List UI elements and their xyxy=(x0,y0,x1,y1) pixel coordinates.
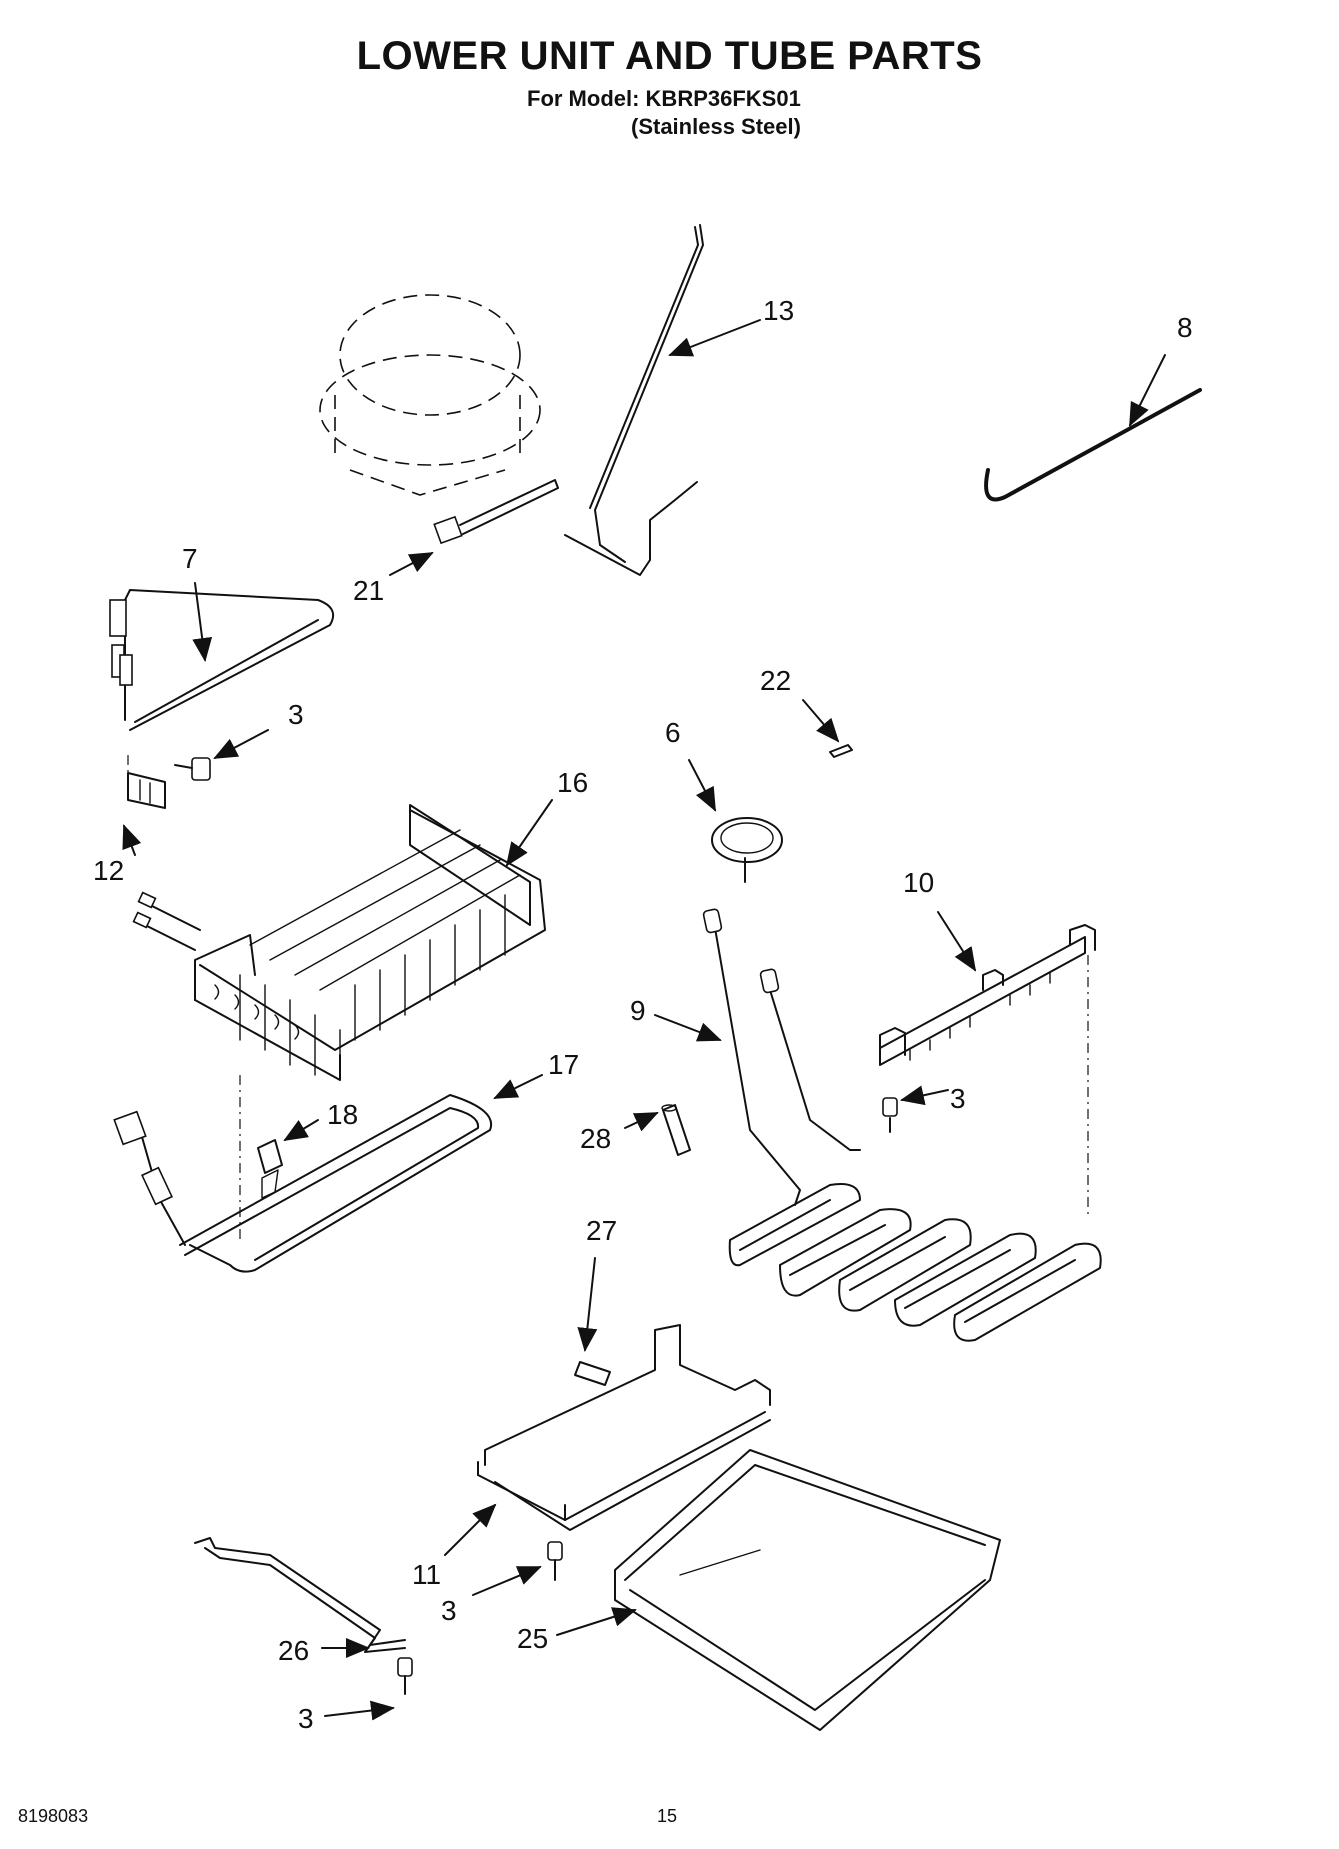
part-28-sleeve xyxy=(661,1104,691,1156)
page-number: 15 xyxy=(657,1806,678,1826)
callout-21: 21 xyxy=(353,575,384,606)
callout-22: 22 xyxy=(760,665,791,696)
callout-labels: 13 8 7 21 3 12 16 22 6 10 9 3 17 18 28 2… xyxy=(93,295,1193,1734)
part-3-screw-bracket xyxy=(882,1097,898,1133)
model-line: For Model: KBRP36FKS01 xyxy=(527,86,801,111)
part-21-cable-tie xyxy=(433,479,559,545)
part-3-screw-upper xyxy=(174,757,211,781)
part-16-evaporator xyxy=(132,804,546,1240)
part-3-screw-lower xyxy=(397,1657,413,1695)
callout-13: 13 xyxy=(763,295,794,326)
finish-line: (Stainless Steel) xyxy=(631,114,801,139)
part-17-heater xyxy=(113,1094,493,1273)
compressor-phantom xyxy=(319,294,541,496)
part-25-drain-pan xyxy=(614,1449,1001,1731)
callout-7: 7 xyxy=(182,543,198,574)
leader-arrows xyxy=(122,319,1166,1721)
callout-3-bracket: 3 xyxy=(950,1083,966,1114)
part-7-heater xyxy=(109,589,334,731)
document-number: 8198083 xyxy=(18,1806,89,1826)
callout-18: 18 xyxy=(327,1099,358,1130)
callout-10: 10 xyxy=(903,867,934,898)
part-11-pan-bracket xyxy=(477,1324,771,1531)
callout-27: 27 xyxy=(586,1215,617,1246)
page-title: LOWER UNIT AND TUBE PARTS xyxy=(356,34,983,78)
callout-6: 6 xyxy=(665,717,681,748)
part-27-tube-piece xyxy=(574,1361,611,1386)
part-10-bracket xyxy=(879,924,1096,1218)
callout-28: 28 xyxy=(580,1123,611,1154)
callout-25: 25 xyxy=(517,1623,548,1654)
part-3-screw-pan xyxy=(547,1541,563,1581)
part-22-clip xyxy=(829,744,853,758)
callout-17: 17 xyxy=(548,1049,579,1080)
part-18-clip xyxy=(257,1139,283,1199)
callout-12: 12 xyxy=(93,855,124,886)
callout-8: 8 xyxy=(1177,312,1193,343)
callout-26: 26 xyxy=(278,1635,309,1666)
part-13-tube xyxy=(564,224,704,576)
part-8-wire xyxy=(984,388,1202,502)
callout-3-pan: 3 xyxy=(441,1595,457,1626)
part-12-clip xyxy=(127,755,166,809)
callout-16: 16 xyxy=(557,767,588,798)
callout-9: 9 xyxy=(630,995,646,1026)
callout-11: 11 xyxy=(412,1559,441,1590)
part-9-tube xyxy=(702,908,1102,1342)
callout-3-upper: 3 xyxy=(288,699,304,730)
callout-3-lower: 3 xyxy=(298,1703,314,1734)
part-6-coil xyxy=(711,817,783,883)
part-26-wire-bracket xyxy=(194,1537,406,1653)
